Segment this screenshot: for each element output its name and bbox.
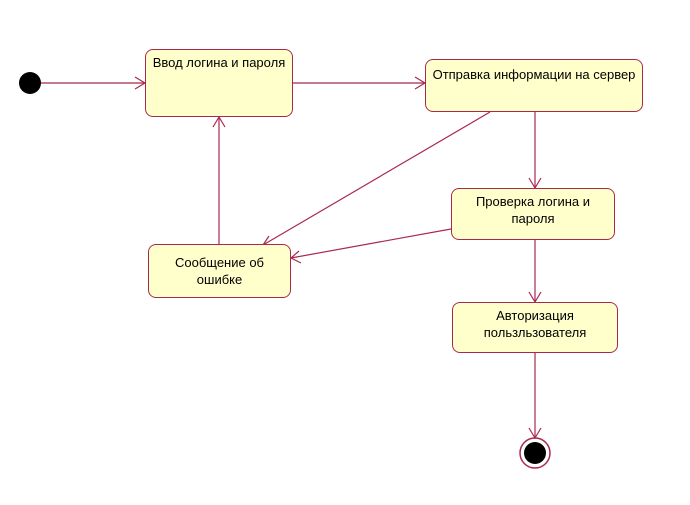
state-authorization-label: Авторизация пользльзователя [483, 308, 587, 340]
arrowhead-final [528, 427, 542, 440]
state-authorization: Авторизация пользльзователя [452, 302, 618, 353]
edge-check-login-to-error-message [290, 228, 452, 259]
state-error-message-label: Сообщение об ошибке [174, 255, 265, 287]
state-check-login-label: Проверка логина и пароля [475, 194, 591, 226]
state-error-message: Сообщение об ошибке [148, 244, 291, 298]
state-send-info: Отправка информации на сервер [425, 59, 643, 112]
initial-node [19, 72, 41, 94]
state-login-input: Ввод логина и пароля [145, 49, 293, 117]
arrowhead-login-input-from-error [212, 115, 226, 128]
final-node [524, 442, 546, 464]
arrowhead-error-from-check [289, 250, 302, 264]
state-login-input-label: Ввод логина и пароля [152, 55, 286, 70]
edge-send-info-to-error-message [262, 111, 491, 246]
state-check-login: Проверка логина и пароля [451, 188, 615, 240]
state-send-info-label: Отправка информации на сервер [432, 67, 636, 82]
